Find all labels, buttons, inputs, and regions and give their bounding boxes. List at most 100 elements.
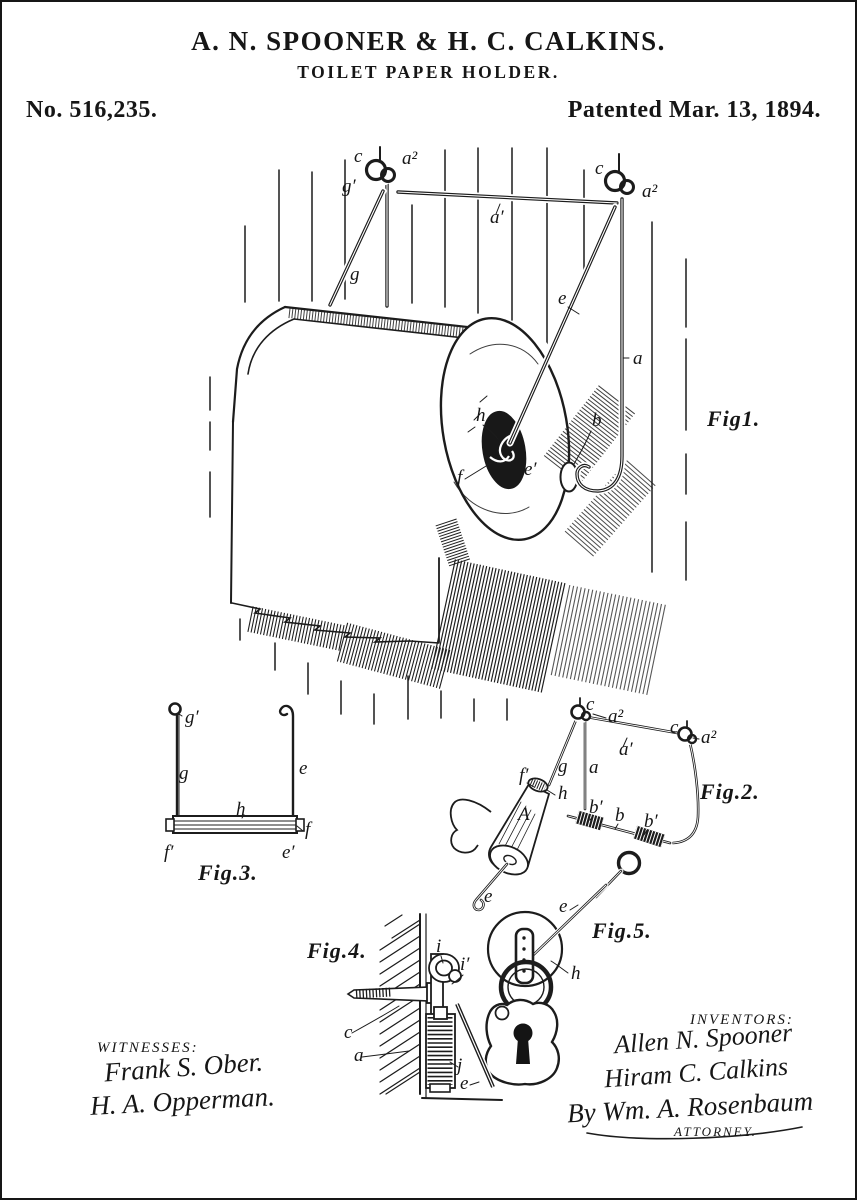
roll-top-shading (288, 308, 521, 344)
fig3-eye-ring (168, 702, 182, 716)
fig1-caption: Fig1. (706, 406, 760, 431)
fig5-labels: e h Fig.5. (559, 896, 652, 984)
fig2-label-b-prime-left: b′ (589, 797, 604, 818)
fig5-leader-lines (550, 904, 579, 974)
patent-inventors-heading: A. N. SPOONER & H. C. CALKINS. (191, 26, 666, 56)
fig1-label-b: b (592, 410, 602, 431)
keyhole-slot (516, 1038, 530, 1064)
fig4-label-j: j (454, 1055, 462, 1076)
fig2-label-a-prime: a′ (619, 739, 634, 760)
fig1-label-a2-right: a² (642, 181, 658, 202)
roll-face-ticks (467, 395, 488, 433)
fig4-labels: Fig.4. i i′ c a j e (306, 936, 470, 1094)
toilet-paper-roll (230, 305, 571, 642)
clasp-hole (522, 936, 526, 940)
fig1-labels: c a² g′ a′ c a² g e a h b f e′ Fig1. (342, 146, 760, 488)
fig4-label-a: a (354, 1045, 364, 1066)
fig2-label-a2-left: a² (608, 706, 624, 727)
fig3-label-g-prime: g′ (185, 707, 200, 728)
fig1-label-h: h (476, 405, 486, 426)
attorney-label: ATTORNEY. (674, 1124, 757, 1139)
fig1-label-c-left: c (354, 146, 363, 167)
fig2-label-a: a (589, 757, 599, 778)
fig5-label-e: e (559, 896, 567, 917)
fig3-label-f-prime: f′ (164, 842, 174, 863)
fig1-label-g: g (350, 264, 360, 285)
roll-shadow-wedge (435, 518, 471, 568)
fig2-label-b-prime-right: b′ (644, 811, 659, 832)
fig2-label-a2-right: a² (701, 727, 717, 748)
fig3-right-wire-hook (278, 704, 295, 824)
fig1-wires (330, 176, 622, 492)
fig4-label-i: i (436, 936, 441, 957)
clasp-hole (522, 947, 526, 951)
fig4-wall-hatch (379, 914, 421, 1095)
sheet-jagged-edge (231, 602, 440, 644)
fig2-sheet-flap (449, 798, 492, 854)
fig1-wall-lines (209, 147, 687, 725)
fig2-caption: Fig.2. (699, 779, 760, 804)
fig2-labels: c a² a′ c a² g a f′ h A b′ b b′ e Fig.2. (484, 694, 760, 907)
fig3-label-g: g (179, 763, 189, 784)
fig2-paper-roll (449, 777, 551, 876)
attorney-flourish (586, 1126, 803, 1140)
roll-corner (231, 305, 287, 424)
fig4-loop (428, 953, 462, 983)
fig2-label-roll-a: A (516, 804, 530, 825)
screw (346, 982, 438, 1004)
padlock (484, 959, 560, 1086)
fig2-label-c-left: c (586, 694, 595, 715)
patent-number: No. 516,235. (26, 97, 158, 123)
fig2-roll-end-face (489, 844, 529, 876)
fig2-right-knot (677, 720, 698, 745)
fig1-label-g-prime: g′ (342, 176, 357, 197)
padlock-rivet (494, 1005, 510, 1021)
roll-winding-arcs (453, 343, 539, 515)
fig1-label-c-right: c (595, 158, 604, 179)
fig4-ground-line (421, 1097, 503, 1101)
fig5: e h Fig.5. (484, 885, 652, 1086)
sheet-left-edge (230, 421, 234, 604)
fig4-leader-lines (351, 955, 480, 1086)
fig4-ratchet (425, 1006, 456, 1093)
fig2-leader-lines (526, 713, 700, 836)
fig5-label-h: h (571, 963, 581, 984)
fig1-left-knot (364, 146, 396, 186)
clasp-hole (522, 969, 526, 973)
fig4-label-c: c (344, 1022, 353, 1043)
fig1: c a² g′ a′ c a² g e a h b f e′ Fig1. (209, 146, 760, 725)
fig3-label-e: e (299, 758, 307, 779)
fig4-caption: Fig.4. (306, 938, 367, 963)
fig4-rod-hi (456, 1003, 494, 1088)
fig2-label-b: b (615, 805, 625, 826)
fig3-labels: g′ g e h f f′ e′ Fig.3. (164, 707, 313, 885)
fig3-roller-lines (172, 820, 298, 830)
fig4-label-e: e (460, 1073, 468, 1094)
fig2-eyebolt (596, 850, 642, 898)
fig1-right-knot (603, 153, 635, 197)
fig2-label-f-prime: f′ (519, 765, 529, 786)
fig3-label-e-prime: e′ (282, 842, 295, 863)
inventors-heading: INVENTORS: (690, 1012, 794, 1028)
fig2-roll-shading (498, 801, 536, 857)
fig2-label-h: h (558, 783, 568, 804)
core-hooks (489, 433, 515, 463)
fig5-caption: Fig.5. (591, 918, 652, 943)
fig3-roller-cap-left (165, 818, 175, 832)
fig2-label-c-right: c (670, 717, 679, 738)
patent-date: Patented Mar. 13, 1894. (567, 97, 821, 123)
fig1-leader-lines (464, 203, 630, 480)
fig2-cap-knurl (529, 778, 547, 792)
fig3-roller-cap-right (295, 818, 305, 832)
fig4: Fig.4. i i′ c a j e (306, 913, 503, 1101)
fig3-label-h: h (236, 799, 246, 820)
fig3-roller (172, 815, 298, 834)
fig4-label-i-prime: i′ (460, 954, 470, 975)
fig3-caption: Fig.3. (197, 860, 258, 885)
fig1-label-a-prime: a′ (490, 207, 505, 228)
fig1-fringe-shading (247, 383, 667, 696)
fig1-label-e-prime: e′ (524, 459, 537, 480)
fig3-leader-lines (178, 713, 304, 832)
witnesses-heading: WITNESSES: (97, 1040, 199, 1056)
